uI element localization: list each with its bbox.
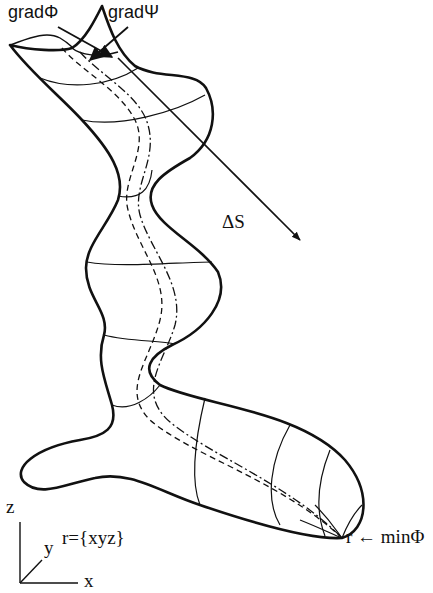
grad-psi-arrow (90, 27, 128, 60)
dashed-trajectory (62, 48, 342, 538)
label: x (84, 571, 94, 592)
dash-dot-trajectory (80, 52, 342, 538)
opening-rim (10, 35, 73, 48)
grad-phi-arrow (58, 27, 112, 57)
label: gradΦ (8, 3, 58, 23)
cross-sections (40, 68, 362, 538)
delta-s-arrow (118, 58, 300, 240)
label: r={xyz} (62, 528, 125, 549)
tube-outline (10, 6, 363, 538)
label: z (6, 497, 14, 518)
label: r ← minΦ (346, 527, 424, 548)
label: ΔS (222, 212, 245, 233)
opening-rim (72, 48, 118, 55)
label: gradΨ (108, 3, 159, 23)
label: y (44, 538, 54, 559)
